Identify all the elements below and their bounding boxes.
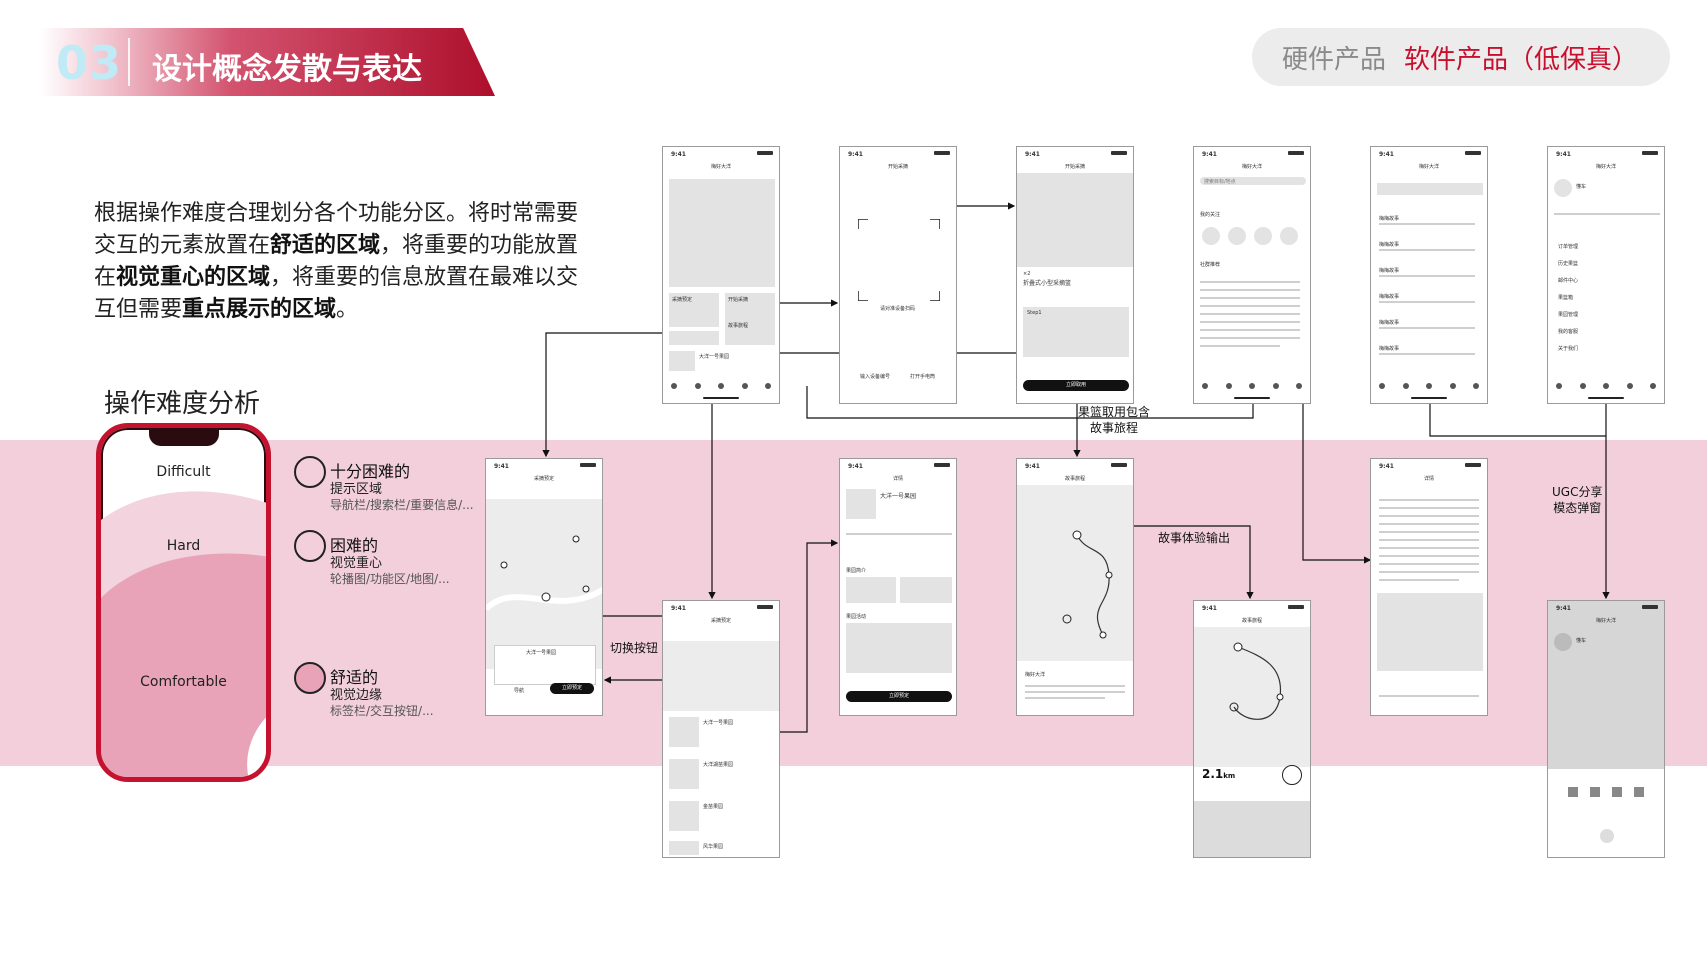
avatar: [1554, 179, 1572, 197]
scan-frame-icon: [858, 219, 940, 301]
card-story-journey: 故事旅程: [728, 323, 749, 329]
screen-device[interactable]: 9:41 开始采摘 ×2 折叠式小型采摘篮 Step1 立即取用: [1016, 146, 1134, 404]
header-divider: [128, 38, 130, 86]
caption-story-output: 故事体验输出: [1158, 531, 1231, 545]
caption-ugc: UGC分享模态弹窗: [1552, 485, 1603, 515]
badge-icon: [1282, 765, 1302, 785]
legend-circle-pink: [294, 662, 326, 694]
category-pill: 硬件产品 软件产品（低保真）: [1252, 28, 1670, 86]
card-book: 采摘预定: [672, 297, 693, 303]
caption-pickup: 果篮取用包含故事旅程: [1078, 405, 1151, 435]
screen-list-book[interactable]: 9:41 采摘预定 大洋一号果园 大洋湖苗果园 金苗果园 风华果园: [662, 600, 780, 858]
flashlight-toggle[interactable]: 打开手电筒: [910, 374, 936, 380]
screen-story-journey[interactable]: 9:41 故事旅程 梅好大洋: [1016, 458, 1134, 716]
route-line: [1062, 530, 1113, 639]
close-icon[interactable]: [1600, 829, 1614, 843]
screen-map-book[interactable]: 9:41 采摘预定 大洋一号果园 导航 立即预定: [485, 458, 603, 716]
screen-messages[interactable]: 9:41 梅好大洋 梅梅故事 梅梅故事 梅梅故事 梅梅故事 梅梅故事 梅梅故事: [1370, 146, 1488, 404]
emphasis-visual-center: 视觉重心的区域: [116, 265, 271, 290]
navigate-button[interactable]: 导航: [514, 688, 525, 694]
section-number: 03: [56, 36, 123, 90]
emphasis-comfortable: 舒适的区域: [270, 233, 381, 258]
thumb-zone-phone: Difficult Hard Comfortable: [96, 423, 271, 782]
screen-story-end[interactable]: 9:41 故事旅程 2.1km: [1193, 600, 1311, 858]
screen-scan[interactable]: 9:41 开始采摘 请对准设备扫码 输入设备编号 打开手电筒: [839, 146, 957, 404]
book-now-button[interactable]: 立即预定: [846, 691, 952, 702]
zone-label-difficult: Difficult: [156, 464, 211, 480]
screen-post-detail[interactable]: 9:41 详情: [1370, 458, 1488, 716]
section-title: 设计概念发散与表达: [152, 52, 422, 87]
intro-paragraph: 根据操作难度合理划分各个功能分区。将时常需要交互的元素放置在舒适的区域，将重要的…: [94, 201, 579, 322]
screen-detail[interactable]: 9:41 详情 大洋一号果园 果园简介 果园活动 立即预定: [839, 458, 957, 716]
phone-notch: [149, 428, 219, 446]
map-pins: [486, 535, 602, 612]
legend-circle-white: [294, 456, 326, 488]
emphasis-key-display: 重点展示的区域: [182, 297, 337, 322]
zone-label-hard: Hard: [166, 538, 201, 554]
share-modal: [1548, 769, 1664, 857]
list-item: 大洋一号果园: [699, 354, 730, 360]
screen-community[interactable]: 9:41 梅好大洋 搜索目标/地点 我的关注 社群推荐: [1193, 146, 1311, 404]
screen-profile-modal[interactable]: 9:41 梅好大洋 懂车: [1547, 600, 1665, 858]
nav-software[interactable]: 软件产品（低保真）: [1404, 44, 1639, 75]
banner-placeholder: [669, 179, 775, 287]
zone-label-comfortable: Comfortable: [140, 674, 227, 690]
header-banner: [40, 28, 495, 96]
analysis-title: 操作难度分析: [104, 389, 261, 419]
route-line: [1229, 642, 1284, 720]
screen-home[interactable]: 9:41 梅好大洋 采摘预定 开始采摘 故事旅程 大洋一号果园: [662, 146, 780, 404]
card-start-picking: 开始采摘: [728, 297, 749, 303]
nav-hardware[interactable]: 硬件产品: [1282, 44, 1387, 75]
caption-switch-button: 切换按钮: [610, 641, 659, 655]
take-now-button[interactable]: 立即取用: [1023, 380, 1129, 391]
screen-title: 梅好大洋: [710, 164, 731, 170]
search-input[interactable]: 搜索目标/地点: [1204, 179, 1236, 185]
book-now-button[interactable]: 立即预定: [550, 683, 594, 694]
screen-profile[interactable]: 9:41 梅好大洋 懂车 订单管理 历史果篮 邮件中心 果篮箱 果园管理 我的客…: [1547, 146, 1665, 404]
legend-circle-white: [294, 530, 326, 562]
thumb-zone-shapes: [101, 491, 266, 777]
input-device-code[interactable]: 输入设备编号: [860, 374, 891, 380]
